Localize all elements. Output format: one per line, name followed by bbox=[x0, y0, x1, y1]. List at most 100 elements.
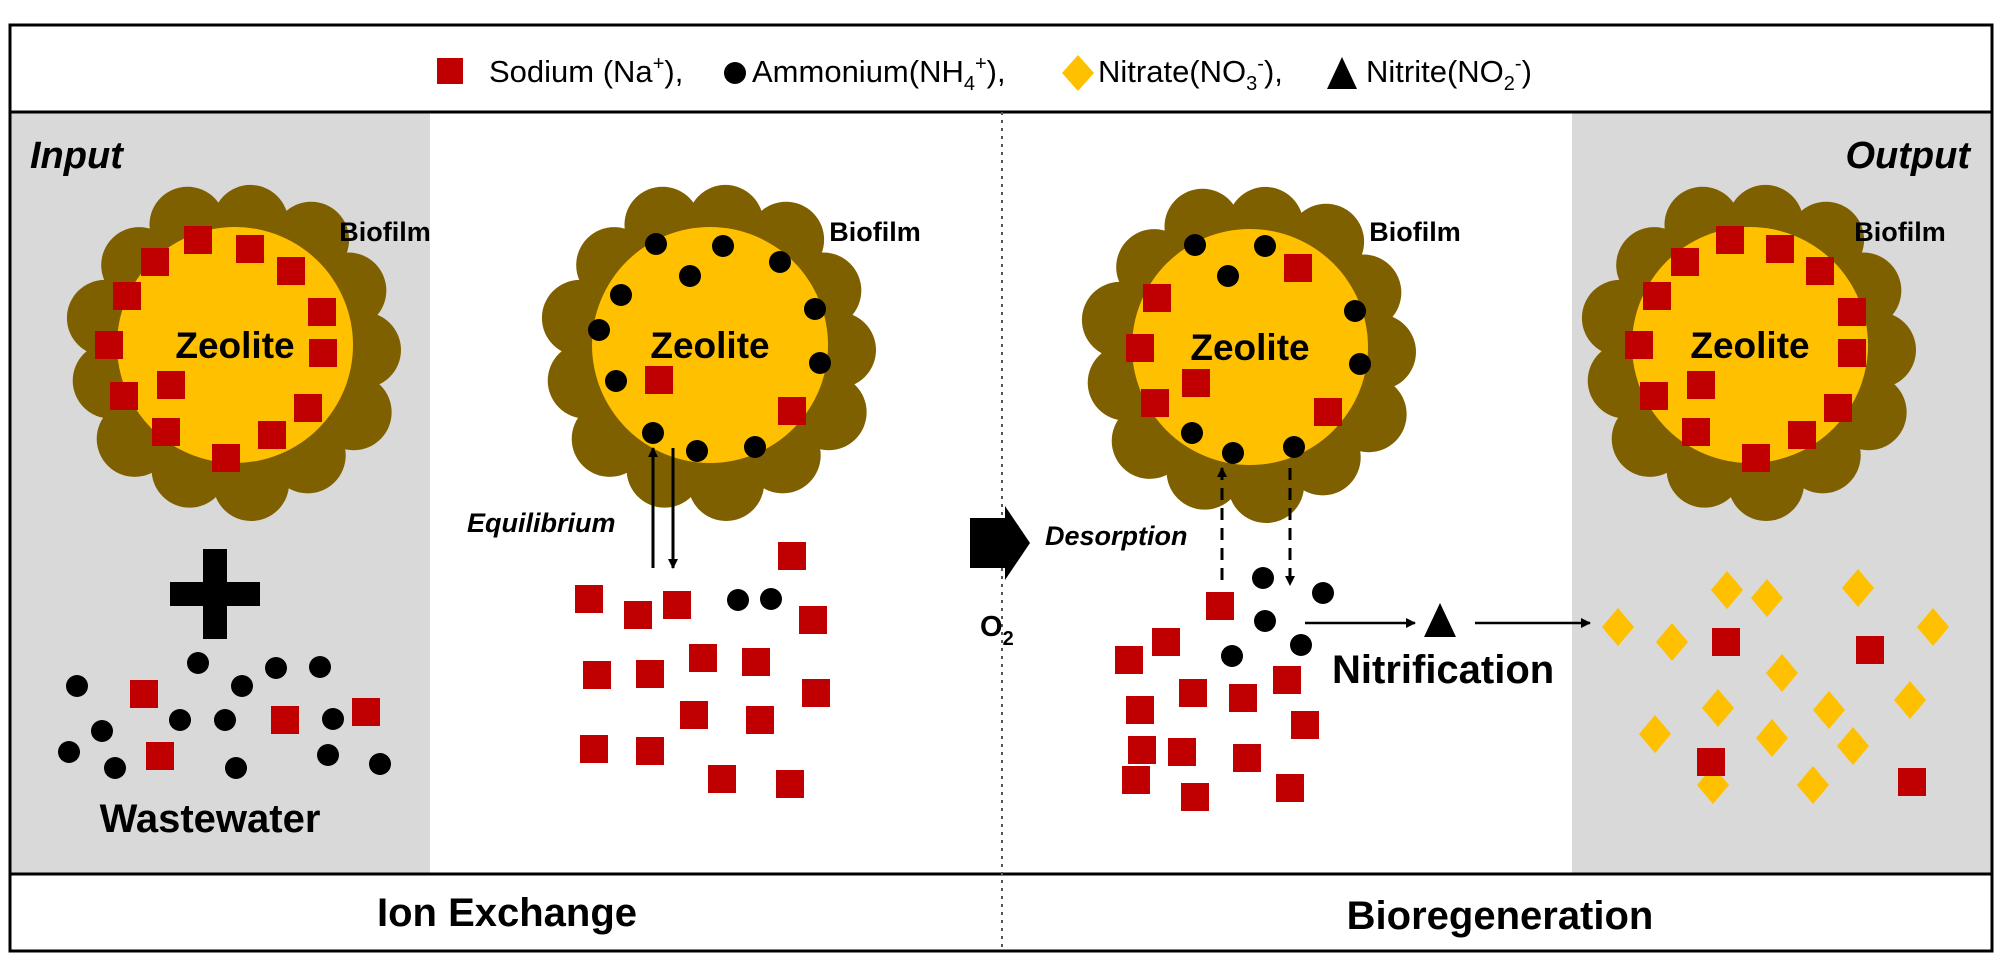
zeolite-core bbox=[1132, 229, 1368, 465]
ammonium-ion bbox=[369, 753, 391, 775]
sodium-ion bbox=[1181, 783, 1209, 811]
sodium-ion bbox=[271, 706, 299, 734]
sodium-ion bbox=[778, 397, 806, 425]
sodium-ion bbox=[1806, 257, 1834, 285]
sodium-ion bbox=[130, 680, 158, 708]
oxygen-label: O2 bbox=[980, 611, 1014, 650]
sodium-legend-marker bbox=[437, 58, 463, 84]
biofilm-label: Biofilm bbox=[1854, 217, 1946, 247]
ammonium-ion bbox=[760, 588, 782, 610]
zeolite-core bbox=[1632, 227, 1868, 463]
sodium-ion bbox=[1640, 382, 1668, 410]
sodium-ion bbox=[1276, 774, 1304, 802]
sodium-ion bbox=[663, 591, 691, 619]
ammonium-ion bbox=[169, 709, 191, 731]
sodium-ion bbox=[184, 226, 212, 254]
zeolite-label: Zeolite bbox=[1190, 327, 1309, 368]
ammonium-ion bbox=[610, 284, 632, 306]
ammonium-ion bbox=[1254, 610, 1276, 632]
sodium-ion bbox=[212, 444, 240, 472]
ammonium-ion bbox=[66, 675, 88, 697]
sodium-ion bbox=[277, 257, 305, 285]
sodium-ion bbox=[1838, 339, 1866, 367]
biofilm-label: Biofilm bbox=[339, 217, 431, 247]
nitrite-ion bbox=[1424, 603, 1456, 637]
sodium-ion bbox=[1838, 298, 1866, 326]
ammonium-legend-marker bbox=[724, 62, 746, 84]
zeolite-core bbox=[592, 227, 828, 463]
nitrate-ion bbox=[1917, 608, 1949, 646]
sodium-ion bbox=[645, 366, 673, 394]
sodium-ion bbox=[1141, 389, 1169, 417]
sodium-ion bbox=[1856, 636, 1884, 664]
zeolite-label: Zeolite bbox=[1690, 325, 1809, 366]
sodium-ion bbox=[1152, 628, 1180, 656]
sodium-ion bbox=[352, 698, 380, 726]
ammonium-ion bbox=[1283, 436, 1305, 458]
ammonium-ion bbox=[769, 251, 791, 273]
ammonium-ion bbox=[645, 233, 667, 255]
svg-text:Nitrate(NO3-),: Nitrate(NO3-), bbox=[1098, 53, 1283, 95]
sodium-ion bbox=[778, 542, 806, 570]
sodium-ion bbox=[1229, 684, 1257, 712]
transition-arrow-icon bbox=[970, 506, 1030, 580]
sodium-ion bbox=[1126, 334, 1154, 362]
nitrate-ion bbox=[1837, 727, 1869, 765]
bioregeneration-label: Bioregeneration bbox=[1347, 894, 1654, 938]
sodium-ion bbox=[583, 661, 611, 689]
sodium-ion bbox=[1128, 736, 1156, 764]
desorption-label: Desorption bbox=[1045, 521, 1188, 551]
ammonium-ion bbox=[265, 657, 287, 679]
sodium-ion bbox=[624, 601, 652, 629]
nitrate-legend-label: Nitrate(NO bbox=[1098, 54, 1246, 89]
sodium-ion bbox=[1179, 679, 1207, 707]
svg-text:Sodium (Na+),: Sodium (Na+), bbox=[489, 53, 683, 89]
ammonium-ion bbox=[1344, 300, 1366, 322]
ammonium-ion bbox=[322, 708, 344, 730]
sodium-ion bbox=[1273, 666, 1301, 694]
nitrate-ion bbox=[1842, 569, 1874, 607]
ammonium-ion bbox=[214, 709, 236, 731]
ammonium-ion bbox=[1217, 265, 1239, 287]
ammonium-ion bbox=[1254, 235, 1276, 257]
nitrate-legend-marker bbox=[1062, 55, 1094, 91]
sodium-ion bbox=[1233, 744, 1261, 772]
nitrate-ion bbox=[1797, 766, 1829, 804]
nitrification-label: Nitrification bbox=[1332, 648, 1554, 692]
sodium-ion bbox=[1643, 282, 1671, 310]
nitrate-ion bbox=[1894, 681, 1926, 719]
plus-sign-icon bbox=[170, 549, 260, 639]
sodium-ion bbox=[113, 282, 141, 310]
ammonium-ion bbox=[727, 589, 749, 611]
sodium-ion bbox=[1687, 371, 1715, 399]
sodium-ion bbox=[1206, 592, 1234, 620]
ammonium-ion bbox=[1184, 234, 1206, 256]
nitrate-ion bbox=[1711, 571, 1743, 609]
nitrate-ion bbox=[1813, 691, 1845, 729]
sodium-ion bbox=[1788, 421, 1816, 449]
sodium-ion bbox=[575, 585, 603, 613]
sodium-ion bbox=[1143, 284, 1171, 312]
nitrite-legend-label: Nitrite(NO bbox=[1366, 54, 1504, 89]
sodium-ion bbox=[799, 606, 827, 634]
sodium-ion bbox=[776, 770, 804, 798]
nitrate-ion bbox=[1656, 623, 1688, 661]
sodium-ion bbox=[1122, 766, 1150, 794]
svg-text:Ammonium(NH4+),: Ammonium(NH4+), bbox=[752, 53, 1006, 95]
zeolite-label: Zeolite bbox=[175, 325, 294, 366]
ammonium-ion bbox=[1221, 645, 1243, 667]
ammonium-ion bbox=[104, 757, 126, 779]
sodium-ion bbox=[110, 382, 138, 410]
sodium-ion bbox=[1716, 226, 1744, 254]
sodium-ion bbox=[258, 421, 286, 449]
sodium-ion bbox=[157, 371, 185, 399]
sodium-ion bbox=[580, 735, 608, 763]
sodium-ion bbox=[689, 644, 717, 672]
wastewater-label: Wastewater bbox=[100, 797, 321, 841]
sodium-ion bbox=[1697, 748, 1725, 776]
nitrate-ion bbox=[1756, 719, 1788, 757]
ammonium-ion bbox=[679, 265, 701, 287]
ammonium-ion bbox=[605, 370, 627, 392]
